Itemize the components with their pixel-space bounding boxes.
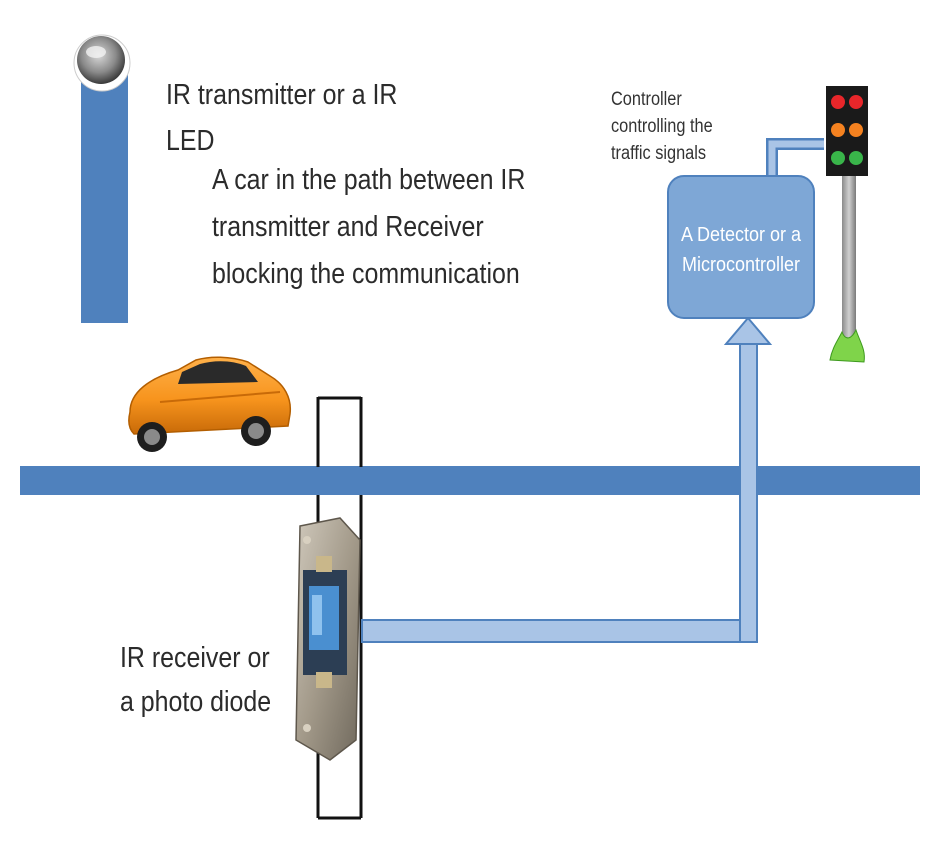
car-blocking-label: A car in the path between IR transmitter… xyxy=(212,157,525,298)
connection-pipes xyxy=(361,138,824,643)
detector-label-line: Microcontroller xyxy=(681,254,801,276)
car-blocking-label-line: blocking the communication xyxy=(212,258,520,290)
ir-receiver-label-line: IR receiver or xyxy=(120,642,270,674)
photo-diode-icon xyxy=(295,517,361,761)
detector-label-line: A Detector or a xyxy=(680,224,802,246)
traffic-light-icon xyxy=(826,86,868,363)
ir-transmitter-label-line: IR transmitter or a IR xyxy=(166,79,398,111)
car-blocking-label-line: transmitter and Receiver xyxy=(212,211,484,243)
ir-transmitter-label-line: LED xyxy=(166,125,215,157)
ir-led-icon xyxy=(73,34,131,323)
controller-label-line: Controller xyxy=(611,89,682,110)
ir-transmitter-label: IR transmitter or a IR LED xyxy=(166,72,397,164)
car-blocking-label-line: A car in the path between IR xyxy=(212,164,526,196)
controller-label: Controller controlling the traffic signa… xyxy=(611,86,713,167)
car-icon xyxy=(128,356,292,452)
detector-box xyxy=(667,175,815,319)
ir-receiver-label: IR receiver or a photo diode xyxy=(120,636,271,724)
controller-label-line: controlling the xyxy=(611,116,713,137)
controller-label-line: traffic signals xyxy=(611,143,707,164)
road xyxy=(20,466,920,495)
ir-receiver-label-line: a photo diode xyxy=(120,686,272,718)
detector-label: A Detector or a Microcontroller xyxy=(675,220,806,280)
